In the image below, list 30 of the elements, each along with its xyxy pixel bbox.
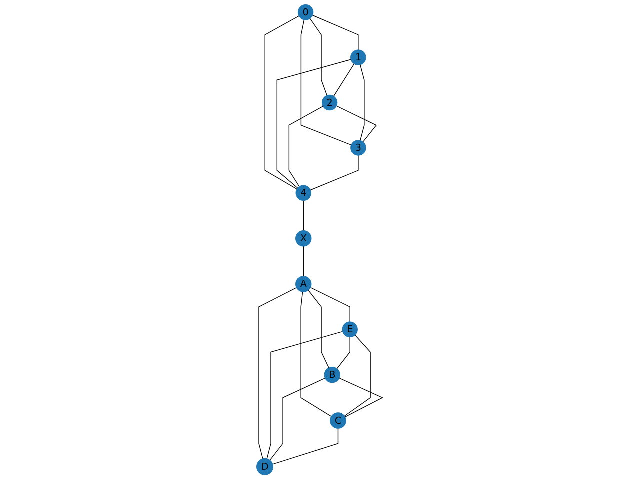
connector — [272, 428, 339, 465]
node-circle: A — [296, 276, 312, 292]
node-circle: 3 — [350, 140, 367, 156]
node-circle: 2 — [322, 94, 338, 111]
node-circle: D — [256, 458, 274, 476]
connector — [310, 18, 328, 96]
connector — [360, 64, 366, 142]
connector — [301, 19, 352, 146]
connector — [277, 59, 352, 189]
node-circle: 4 — [296, 185, 312, 202]
connector — [336, 106, 378, 142]
node-circle: C — [330, 412, 347, 429]
node-circle: 1 — [350, 50, 367, 66]
connector — [258, 287, 298, 460]
connector — [334, 64, 356, 97]
connector — [344, 334, 372, 417]
connector — [270, 378, 326, 461]
connector — [337, 336, 351, 370]
connector — [267, 331, 344, 460]
connector — [289, 106, 324, 188]
connector — [312, 15, 360, 50]
connector — [308, 290, 330, 368]
node-circle: X — [296, 230, 312, 247]
node-circle: B — [324, 366, 341, 384]
connector — [310, 155, 360, 191]
node-circle: E — [342, 322, 358, 338]
connector — [265, 16, 300, 190]
connector — [310, 287, 351, 322]
node-circle: 0 — [298, 4, 314, 20]
connector — [301, 292, 332, 418]
